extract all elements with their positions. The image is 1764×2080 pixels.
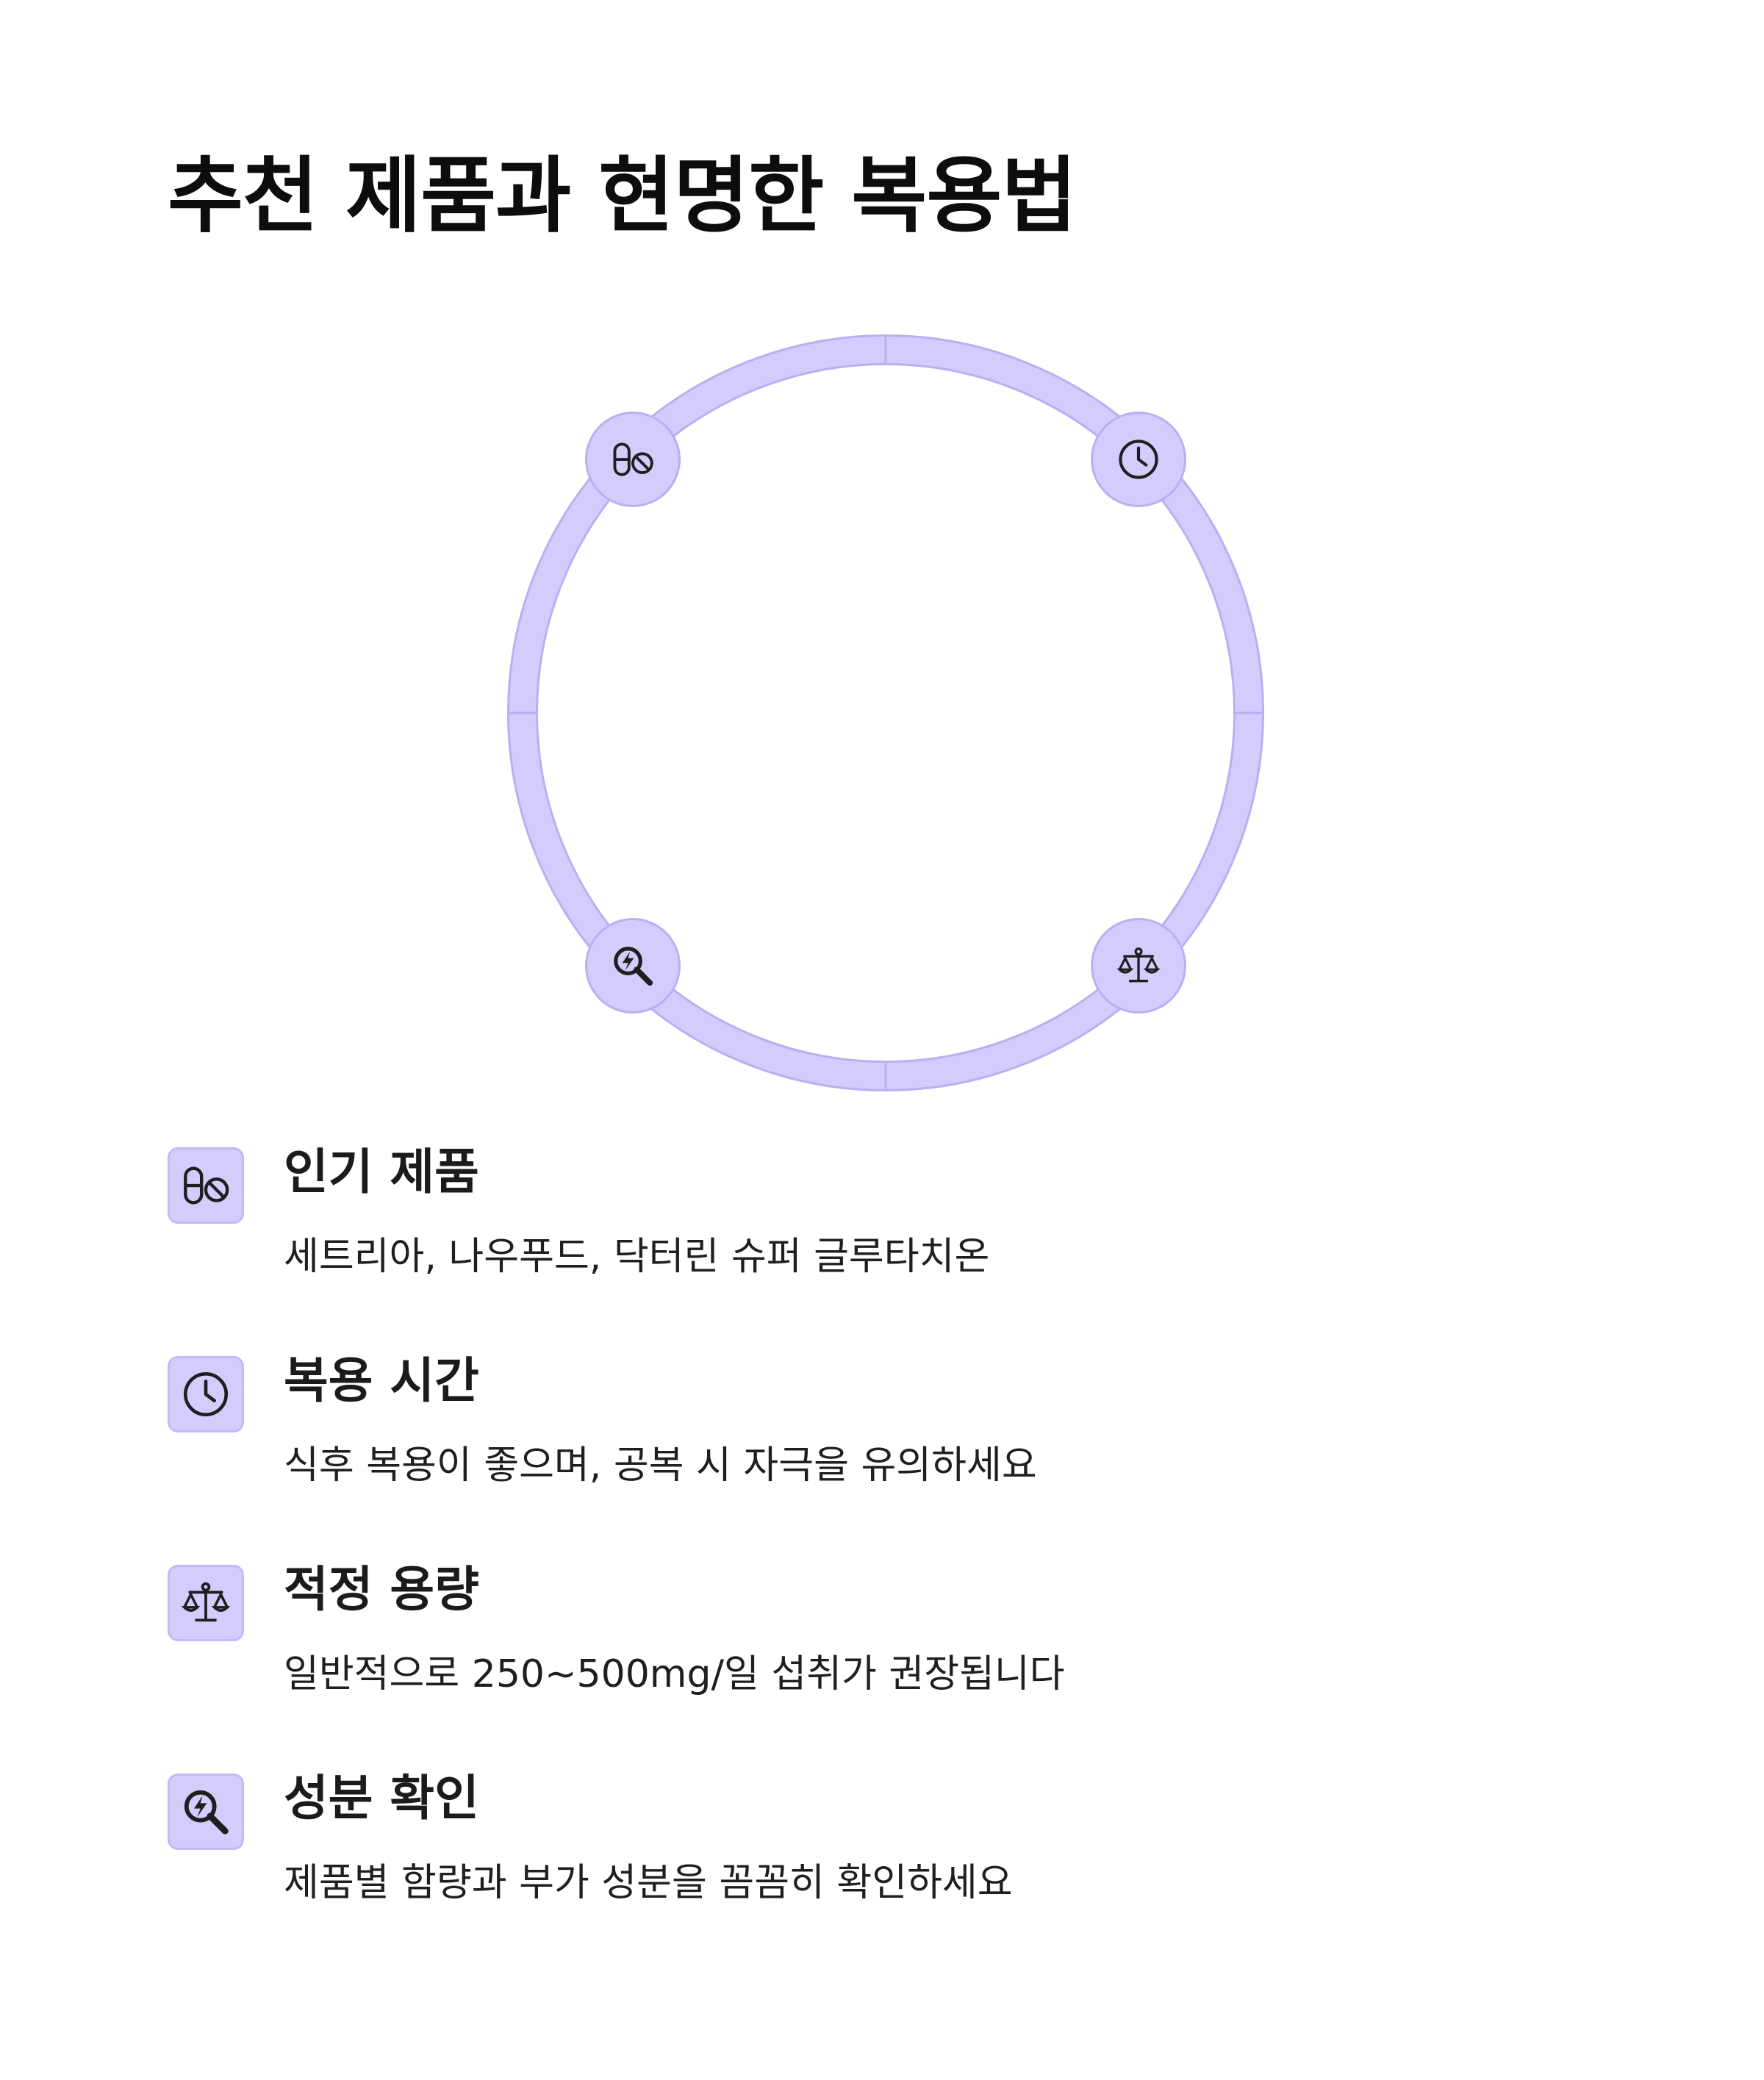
- item-icon-box: [168, 1356, 244, 1432]
- cycle-node-dosage: [1091, 918, 1186, 1014]
- clock-icon: [183, 1371, 229, 1417]
- clock-icon: [1119, 440, 1158, 479]
- cycle-diagram: [507, 334, 1264, 1091]
- cycle-node-ingredients: [585, 918, 681, 1014]
- list-item-dosage: 적정 용량 일반적으로 250~500mg/일 섭취가 권장됩니다: [168, 1560, 1564, 1769]
- item-title: 인기 제품: [284, 1144, 479, 1200]
- page-title: 추천 제품과 현명한 복용법: [168, 148, 1077, 244]
- cycle-node-products: [585, 412, 681, 507]
- scale-icon: [1116, 947, 1161, 983]
- item-icon-box: [168, 1147, 244, 1224]
- cycle-node-timing: [1091, 412, 1186, 507]
- item-description: 제품별 함량과 부가 성분을 꼼꼼히 확인하세요: [284, 1861, 1013, 1905]
- list-item-products: 인기 제품 세트리아, 나우푸드, 닥터린 슈퍼 글루타치온: [168, 1143, 1564, 1352]
- feature-list: 인기 제품 세트리아, 나우푸드, 닥터린 슈퍼 글루타치온 복용 시간 식후 …: [168, 1143, 1564, 1978]
- item-icon-box: [168, 1565, 244, 1641]
- item-title: 적정 용량: [284, 1561, 479, 1618]
- cycle-ring: [507, 334, 1264, 1091]
- search-icon: [614, 947, 653, 986]
- item-icon-box: [168, 1774, 244, 1850]
- list-item-ingredients: 성분 확인 제품별 함량과 부가 성분을 꼼꼼히 확인하세요: [168, 1769, 1564, 1978]
- list-item-timing: 복용 시간 식후 복용이 좋으며, 공복 시 자극을 유의하세요: [168, 1352, 1564, 1560]
- item-description: 세트리아, 나우푸드, 닥터린 슈퍼 글루타치온: [284, 1235, 990, 1279]
- scale-icon: [181, 1582, 231, 1622]
- pill-icon: [184, 1166, 229, 1205]
- item-description: 일반적으로 250~500mg/일 섭취가 권장됩니다: [284, 1652, 1065, 1696]
- item-description: 식후 복용이 좋으며, 공복 시 자극을 유의하세요: [284, 1444, 1037, 1488]
- item-title: 복용 시간: [284, 1352, 479, 1409]
- item-title: 성분 확인: [284, 1770, 479, 1826]
- pill-icon: [613, 442, 653, 476]
- search-icon: [184, 1790, 229, 1835]
